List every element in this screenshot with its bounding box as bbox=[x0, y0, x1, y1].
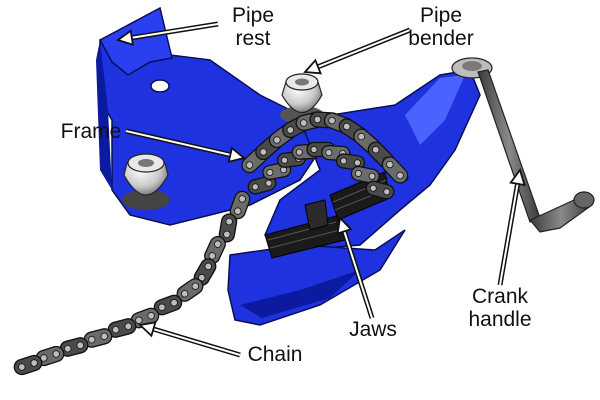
arrow-chain bbox=[138, 321, 241, 358]
label-pipe-bender-line2: bender bbox=[408, 27, 474, 50]
arrow-crank-handle bbox=[497, 168, 526, 286]
chain-link bbox=[381, 156, 409, 184]
chain-link bbox=[193, 258, 217, 286]
chain-link bbox=[35, 345, 65, 367]
chain-link bbox=[229, 190, 251, 220]
label-pipe-rest-line1: Pipe bbox=[231, 4, 275, 27]
label-frame: Frame bbox=[56, 120, 126, 143]
label-pipe-bender: Pipe bender bbox=[396, 4, 486, 50]
label-frame-text: Frame bbox=[60, 120, 122, 143]
chain-link bbox=[153, 294, 183, 316]
pipe-rest-tab bbox=[98, 6, 173, 76]
label-jaws-text: Jaws bbox=[349, 318, 397, 341]
roller-lower bbox=[122, 153, 170, 210]
arrow-frame bbox=[125, 128, 246, 163]
arrow-pipe-rest bbox=[116, 21, 219, 46]
chain-link bbox=[13, 354, 43, 376]
chain-link bbox=[204, 235, 226, 265]
arrow-pipe-bender bbox=[303, 27, 411, 75]
label-pipe-rest-line2: rest bbox=[235, 27, 271, 50]
label-crank-handle-line1: Crank bbox=[471, 285, 529, 308]
label-crank-handle: Crank handle bbox=[460, 285, 540, 331]
chain-link bbox=[335, 153, 366, 171]
chain-link bbox=[350, 165, 380, 184]
chain-link bbox=[365, 180, 395, 200]
chain-link bbox=[247, 175, 277, 195]
chain-link bbox=[59, 337, 89, 357]
label-crank-handle-line2: handle bbox=[468, 308, 532, 331]
roller-upper bbox=[280, 73, 324, 124]
callout-arrows bbox=[116, 21, 526, 358]
chain-link bbox=[218, 213, 238, 243]
arrow-jaws bbox=[336, 216, 375, 319]
chain-link bbox=[107, 318, 137, 338]
label-pipe-bender-line1: Pipe bbox=[419, 4, 463, 27]
label-chain-text: Chain bbox=[247, 343, 303, 366]
label-jaws: Jaws bbox=[343, 318, 403, 341]
frame-hole bbox=[150, 79, 170, 93]
label-chain: Chain bbox=[240, 343, 310, 366]
chain bbox=[13, 111, 409, 376]
label-pipe-rest: Pipe rest bbox=[218, 4, 288, 50]
